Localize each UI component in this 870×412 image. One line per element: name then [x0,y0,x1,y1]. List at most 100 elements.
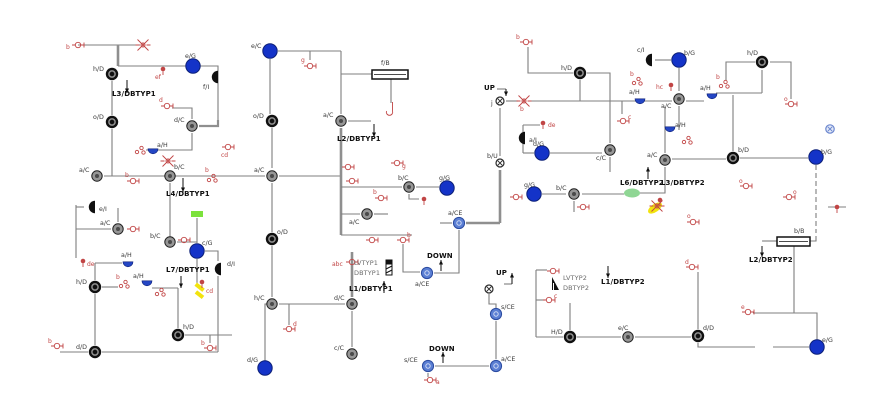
symbol-v[interactable] [178,236,191,244]
node-e-i[interactable]: e/I [88,200,107,214]
wire[interactable] [434,230,460,274]
symbol-v-b[interactable]: b [373,189,388,202]
node-c-g[interactable]: c/G [189,240,213,259]
component-f-b[interactable]: f/B [371,60,409,80]
wire[interactable] [810,236,817,242]
symbol-v[interactable] [342,163,355,171]
symbol-v-g[interactable]: g [391,159,406,170]
symbol-c-b[interactable]: b [205,167,218,183]
node-b-g[interactable]: b/G [671,50,695,68]
wire[interactable] [697,343,755,348]
symbol-v-b[interactable]: b [397,232,411,244]
wire[interactable] [640,167,666,194]
symbol-v[interactable] [127,225,140,233]
symbol-c-b[interactable]: b [630,71,643,86]
node-d-c[interactable]: d/C [334,295,358,310]
symbol-v[interactable] [346,177,359,185]
node-a-i[interactable]: a/I [518,131,537,145]
symbol-v-g[interactable]: g [301,57,317,70]
wire[interactable] [146,133,193,151]
label-l4-dbtyp1[interactable]: L4/DBTYP1 [166,190,210,198]
node-d-d[interactable]: d/D [691,325,714,343]
node-a-h[interactable]: a/H [664,122,686,133]
node-d-c[interactable]: d/C [174,117,198,132]
label-l1-dbtyp2[interactable]: L1/DBTYP2 [601,278,645,286]
node-h-d[interactable]: h/D [171,324,194,342]
label-l6-dbtyp2[interactable]: L6/DBTYP2 [620,179,664,187]
symbol-v[interactable] [510,193,523,201]
component-b-b[interactable]: b/B [776,228,811,247]
node-a-ce[interactable]: a/CE [415,266,434,288]
node-b-c[interactable]: b/C [398,175,415,193]
symbol-c[interactable] [154,287,166,297]
symbol-c-b[interactable]: b [716,74,730,89]
wire[interactable] [200,65,219,120]
symbol-s[interactable] [160,155,176,167]
node-a-c[interactable]: a/C [349,208,373,226]
symbol-s-b[interactable]: b [516,95,532,114]
symbol-v-b[interactable]: b [48,338,64,350]
label-up[interactable]: UP [484,84,495,92]
symbol-v-b[interactable]: b [125,172,140,185]
symbol-v-o[interactable]: o [739,178,753,190]
label-dbtyp2[interactable]: DBTYP2 [563,284,589,292]
node-a-c[interactable]: a/C [100,220,124,235]
symbol-d-ef[interactable]: ef [155,66,166,81]
node-h-d[interactable]: h/D [93,66,119,81]
symbol-v-o[interactable]: o [784,96,798,108]
node-c-i[interactable]: c/I [637,47,652,67]
label-l2-dbtyp1[interactable]: L2/DBTYP1 [337,135,381,143]
symbol-v-d[interactable]: d [159,97,174,110]
label-lvtyp1[interactable]: LVTYP1 [354,259,378,267]
node-h-d[interactable]: h/D [561,65,587,80]
node-o-d[interactable]: o/D [253,113,279,128]
node-a-c[interactable]: a/C [254,167,278,182]
node-d-g[interactable]: d/G [247,357,273,376]
symbol-d-de[interactable]: de [80,258,95,268]
node-jb[interactable] [825,124,835,134]
node-d-d[interactable]: d/D [76,344,102,359]
node-o-d[interactable]: o/D [93,114,119,129]
wire[interactable] [770,61,792,99]
node-a-ce[interactable]: a/CE [489,356,515,373]
symbol-c-b[interactable]: b [116,274,130,289]
node-h-c[interactable]: h/C [254,295,278,310]
symbol-v-b[interactable]: b [201,340,217,352]
label-l1-dbtyp1[interactable]: L1/DBTYP1 [349,285,393,293]
wire[interactable] [402,244,420,273]
symbol-s[interactable] [649,200,665,212]
wire[interactable] [172,107,193,119]
symbol-d-cd[interactable]: cd [199,279,214,295]
wire[interactable] [527,47,573,74]
label-l3-dbtyp1[interactable]: L3/DBTYP1 [112,90,156,98]
node-j[interactable]: j [490,96,505,107]
node-h-d[interactable]: h/D [747,50,769,69]
node-h-d[interactable]: H/D [551,329,577,344]
node-f-i[interactable]: f/I [203,70,218,91]
symbol-v[interactable] [366,236,379,244]
symbol-d[interactable] [834,204,840,213]
symbol-s[interactable] [135,39,151,51]
node-c-c[interactable]: c/C [334,345,358,360]
node-a-c[interactable]: a/C [79,167,103,182]
label-l2-dbtyp2[interactable]: L2/DBTYP2 [749,256,793,264]
symbol-c[interactable] [681,135,693,145]
wire[interactable] [199,120,220,128]
node-b-c[interactable]: b/C [150,233,176,248]
symbol-v[interactable] [577,203,590,211]
node-e-c[interactable]: e/C [251,43,278,59]
symbol-v-o[interactable]: o [783,189,797,201]
node-d-g[interactable]: d/G [533,141,550,161]
node-a-h[interactable]: a/H [121,252,134,268]
wire[interactable] [488,294,497,308]
wire[interactable] [725,61,755,80]
node-e-g[interactable]: e/G [185,53,201,74]
symbol-v-c[interactable]: c [617,114,631,125]
symbol-v-a[interactable]: a [424,376,440,386]
node-c-c[interactable]: c/C [596,144,616,162]
node-a-c[interactable]: a/C [647,152,671,166]
node-e-c[interactable]: e/C [618,325,634,343]
symbol-v-c[interactable]: c [543,293,557,304]
label-down[interactable]: DOWN [427,252,453,260]
symbol-d[interactable] [657,197,663,206]
